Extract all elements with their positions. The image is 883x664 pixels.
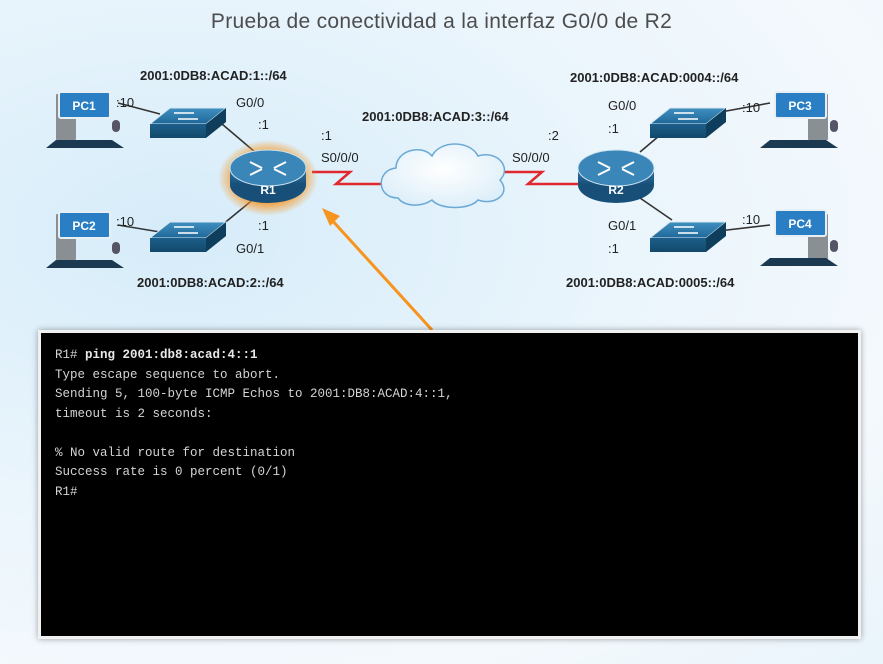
terminal-line: % No valid route for destination [55,445,296,460]
link-r2-sw4 [639,197,673,221]
page-title: Prueba de conectividad a la interfaz G0/… [210,10,673,33]
router-r1-label: R1 [260,183,276,197]
pc1-label: PC1 [72,99,96,113]
switch3-icon[interactable] [648,107,728,138]
serial-link-r1 [312,170,384,186]
network-label-lan5: 2001:0DB8:ACAD:0005::/64 [566,275,735,290]
r2-g01-host: :1 [608,241,619,256]
pc1-icon[interactable] [46,91,124,148]
serial-link-r2 [500,170,582,186]
switch2-icon[interactable] [148,221,228,252]
switch1-icon[interactable] [148,107,228,138]
r1-s000-host: :1 [321,128,332,143]
pc3-label: PC3 [788,99,812,113]
r2-s000-host: :2 [548,128,559,143]
router-r2-label: R2 [608,183,624,197]
network-label-lan4: 2001:0DB8:ACAD:0004::/64 [570,70,739,85]
network-label-wan: 2001:0DB8:ACAD:3::/64 [362,109,509,124]
terminal-line: R1# ping 2001:db8:acad:4::1 [55,348,258,362]
terminal-line: Sending 5, 100-byte ICMP Echos to 2001:D… [55,387,453,401]
terminal-line: timeout is 2 seconds: [55,406,213,421]
terminal-line: Success rate is 0 percent (0/1) [55,465,288,479]
router-r1-icon[interactable] [218,140,318,216]
r2-g01-name: G0/1 [608,218,636,233]
r1-g01-host: :1 [258,218,269,233]
r1-g00-name: G0/0 [236,95,264,110]
pc4-label: PC4 [788,217,812,231]
router-r2-icon[interactable] [577,149,655,203]
link-pc2-sw2 [117,224,161,233]
terminal-line: R1# [55,484,78,499]
pc4-icon[interactable] [760,209,838,266]
network-label-lan2: 2001:0DB8:ACAD:2::/64 [137,275,284,290]
terminal-command: ping 2001:db8:acad:4::1 [85,348,258,362]
network-label-lan1: 2001:0DB8:ACAD:1::/64 [140,68,287,83]
terminal-window[interactable]: R1# ping 2001:db8:acad:4::1 Type escape … [38,330,861,639]
r2-g00-name: G0/0 [608,98,636,113]
pc3-icon[interactable] [760,91,838,148]
pc3-host-id: :10 [742,100,760,115]
pc2-label: PC2 [72,219,96,233]
wan-cloud-icon [380,143,506,209]
pc4-host-id: :10 [742,212,760,227]
terminal-line [55,424,844,444]
r2-s000-name: S0/0/0 [512,150,550,165]
switch4-icon[interactable] [648,221,728,252]
r1-g01-name: G0/1 [236,241,264,256]
pointer-arrow [322,208,434,330]
link-pc1-sw1 [117,102,161,115]
pc2-host-id: :10 [116,214,134,229]
pc2-icon[interactable] [46,211,124,268]
network-topology-diagram: PC1 PC2 PC3 PC4 R1 R [46,68,838,330]
r1-g00-host: :1 [258,117,269,132]
r2-g00-host: :1 [608,121,619,136]
r1-s000-name: S0/0/0 [321,150,359,165]
pc1-host-id: :10 [116,95,134,110]
terminal-line: Type escape sequence to abort. [55,367,281,382]
